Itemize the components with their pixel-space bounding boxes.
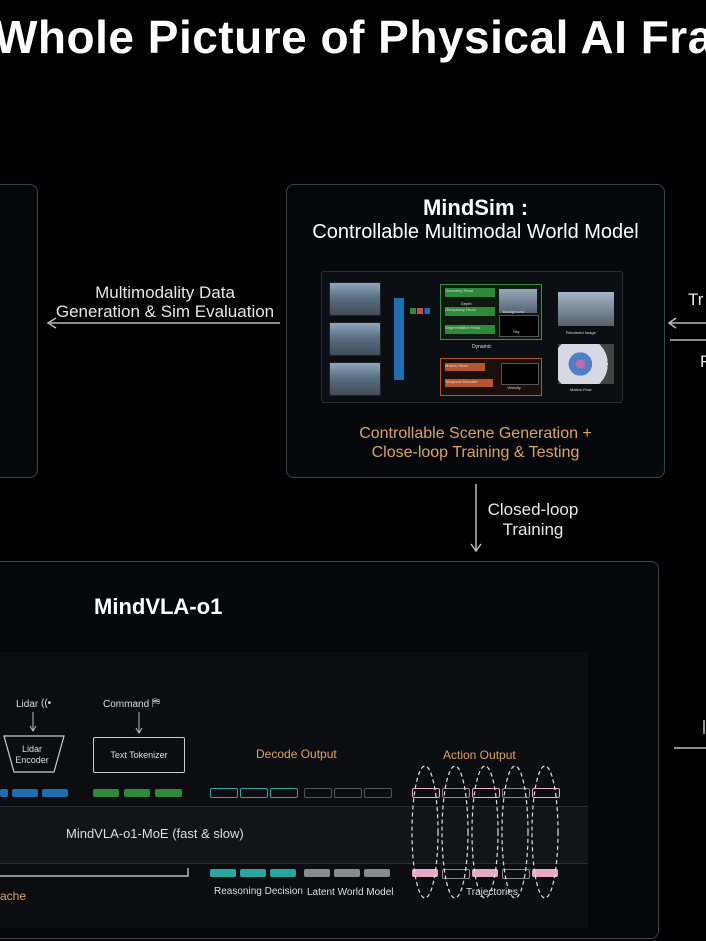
mindsim-title: MindSim : — [422, 195, 529, 220]
down-arrow-label-line1: Closed-loop — [487, 500, 579, 519]
left-panel — [0, 184, 38, 478]
trajectory-token — [412, 869, 438, 877]
lidar-token — [0, 789, 8, 797]
text-tokenizer-box: Text Tokenizer — [93, 737, 185, 773]
mindvla-title: MindVLA-o1 — [94, 594, 223, 619]
down-arrow — [470, 484, 482, 553]
text-token — [155, 789, 182, 797]
camera-image — [329, 282, 381, 316]
motion-flow-image — [558, 344, 614, 384]
action-ellipses — [411, 765, 559, 899]
geometry-head-box: Geometry Head — [445, 288, 495, 297]
decode-slot — [240, 788, 268, 798]
motion-block: Motion Head Temporal Decoder Velocity — [440, 358, 542, 396]
cache-bracket — [0, 868, 189, 877]
lidar-label: Lidar — [16, 699, 39, 710]
decode-slot — [270, 788, 298, 798]
mindsim-caption-line2: Close-loop Training & Testing — [371, 444, 580, 461]
lidar-icon: ((• — [41, 698, 52, 709]
mindsim-panel: MindSim : Controllable Multimodal World … — [286, 184, 665, 478]
decode-slot — [210, 788, 238, 798]
trajectory-token — [532, 869, 558, 877]
token-dots — [410, 308, 430, 314]
moe-band — [0, 806, 588, 864]
trajectory-token — [502, 869, 530, 879]
lidar-encoder: Lidar Encoder — [15, 744, 49, 765]
right-edge-arrow — [667, 317, 706, 341]
reasoning-token — [210, 869, 236, 877]
mindsim-caption-line1: Controllable Scene Generation + — [359, 425, 592, 442]
action-slot — [532, 788, 560, 798]
command-label: Command — [103, 699, 150, 710]
action-output-label: Action Output — [443, 748, 516, 762]
sky-label: Sky — [513, 329, 520, 334]
command-icon: ⛿ — [152, 697, 160, 709]
trajectory-token — [472, 869, 498, 877]
rendered-image-label: Rendered Image — [566, 330, 596, 335]
occupancy-head-box: Occupancy Head — [445, 307, 495, 316]
action-slot — [442, 788, 470, 798]
trajectory-token — [442, 869, 470, 879]
background-image — [499, 289, 537, 313]
trajectories-label: Trajectories — [466, 887, 518, 898]
motion-flow-label: Motion Flow — [570, 387, 592, 392]
command-arrow — [135, 712, 143, 734]
text-token — [124, 789, 150, 797]
mindsim-figure: Geometry Head Depth Occupancy Head Segme… — [321, 271, 623, 403]
lidar-token — [42, 789, 68, 797]
latent-world-model-label: Latent World Model — [307, 887, 394, 898]
decode-slot — [304, 788, 332, 798]
camera-image — [329, 322, 381, 356]
segmentation-head-box: Segmentation Head — [445, 325, 495, 334]
lidar-arrow — [29, 712, 37, 732]
decode-slot — [334, 788, 362, 798]
action-slot — [412, 788, 440, 798]
velocity-image — [501, 363, 539, 385]
right-edge-arrow-lower — [674, 720, 706, 749]
mindsim-subtitle: Controllable Multimodal World Model — [312, 221, 639, 243]
world-model-token — [304, 869, 330, 877]
lidar-token — [12, 789, 38, 797]
left-arrow-label-line2: Generation & Sim Evaluation — [55, 302, 275, 321]
sky-image — [499, 315, 539, 337]
world-model-token — [364, 869, 390, 877]
left-arrow — [46, 317, 280, 329]
left-arrow-label-line1: Multimodality Data — [95, 283, 235, 302]
geometry-block: Geometry Head Depth Occupancy Head Segme… — [440, 284, 542, 340]
down-arrow-label-line2: Training — [502, 520, 564, 539]
velocity-label: Velocity — [507, 385, 521, 390]
action-slot — [502, 788, 530, 798]
action-slot — [472, 788, 500, 798]
reasoning-token — [270, 869, 296, 877]
decode-slot — [364, 788, 392, 798]
rendered-image — [558, 292, 614, 326]
text-tokenizer: Text Tokenizer — [110, 750, 168, 760]
lidar-encoder-shape — [3, 735, 65, 773]
camera-image — [329, 362, 381, 396]
right-edge-label-bottom: F — [700, 352, 706, 371]
reasoning-token — [240, 869, 266, 877]
encoder-bar — [394, 298, 404, 380]
moe-label: MindVLA-o1-MoE (fast & slow) — [66, 826, 244, 841]
cache-label: ache — [0, 889, 27, 903]
reasoning-decision-label: Reasoning Decision — [214, 886, 303, 897]
temporal-decoder-box: Temporal Decoder — [445, 379, 493, 387]
world-model-token — [334, 869, 360, 877]
page-title: Whole Picture of Physical AI Fra — [0, 11, 706, 63]
motion-head-box: Motion Head — [445, 363, 485, 371]
decode-output-label: Decode Output — [256, 747, 337, 761]
right-edge-label-top: Tr — [688, 290, 704, 309]
depth-label: Depth — [461, 301, 472, 306]
text-token — [93, 789, 119, 797]
background-label: Background — [503, 309, 525, 314]
dynamic-label: Dynamic — [472, 344, 492, 350]
